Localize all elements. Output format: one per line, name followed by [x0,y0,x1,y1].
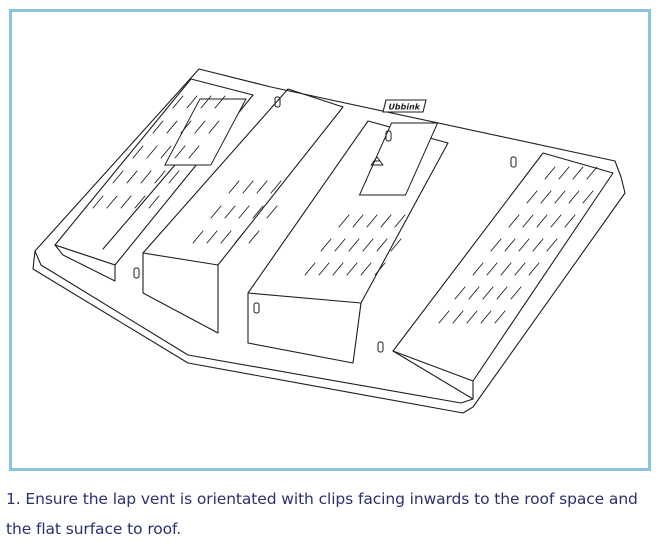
vent-slots-left [92,95,226,209]
vent-slots-centre-left [192,180,282,244]
recycle-icon [370,156,384,166]
vent-base-plate-edge [40,264,474,404]
svg-text:Ubbink: Ubbink [387,102,422,112]
lap-vent-illustration: Ubbink [32,68,626,414]
vent-slots-right [438,166,598,324]
vent-slots-centre-right [304,214,406,276]
figure-frame: Ubbink [9,9,651,471]
fixing-tabs [133,96,517,353]
instruction-caption: 1. Ensure the lap vent is orientated wit… [6,490,638,538]
vent-ridge-4 [392,152,614,400]
vent-base-plate [32,68,626,414]
brand-mark: Ubbink [382,99,427,113]
vent-ridge-3 [247,120,449,364]
